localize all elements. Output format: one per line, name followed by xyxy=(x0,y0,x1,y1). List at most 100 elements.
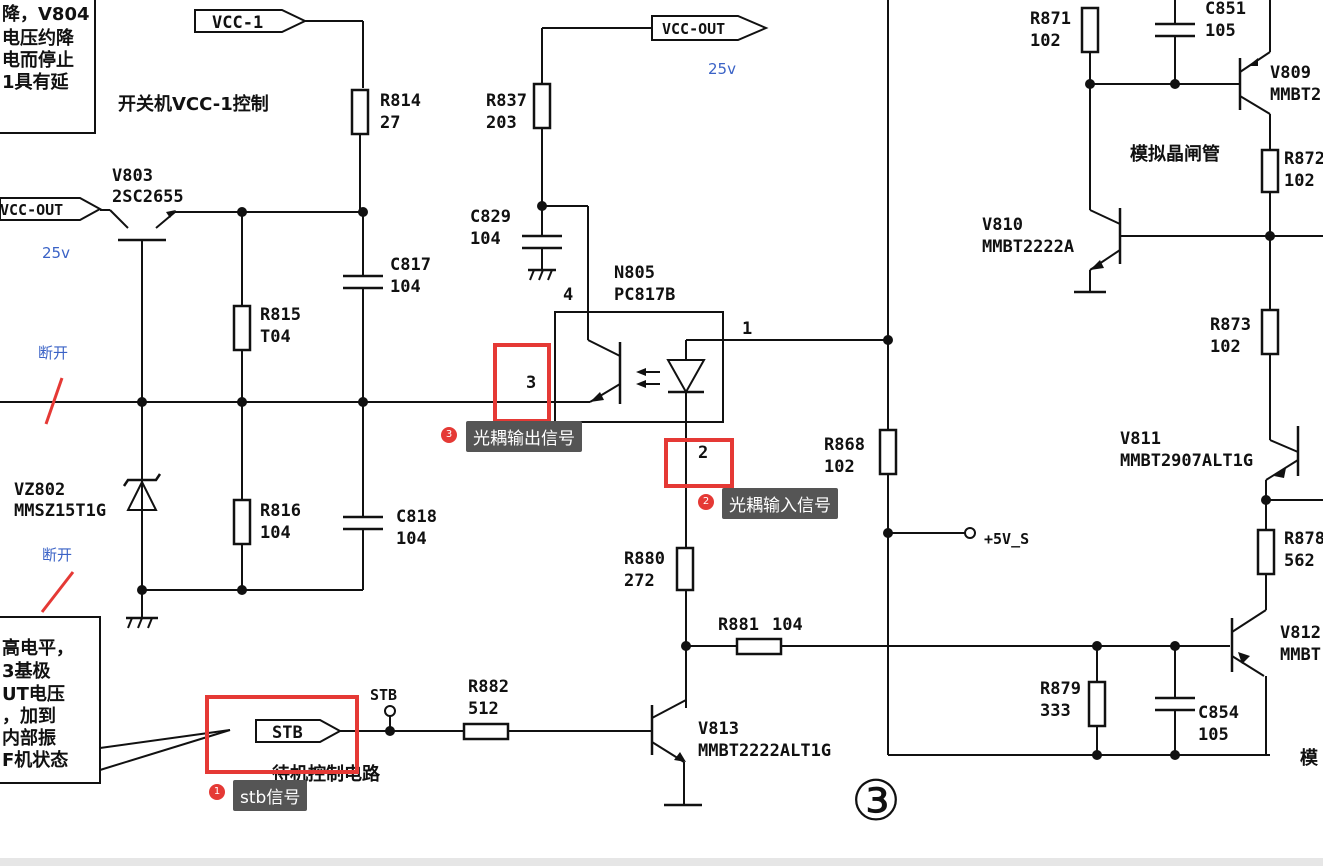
svg-text:VZ802: VZ802 xyxy=(14,480,65,500)
svg-text:V810: V810 xyxy=(982,215,1023,235)
right-edge-text: 模 xyxy=(1300,747,1319,769)
note-bottom-line-6: F机状态 xyxy=(2,749,68,771)
annotation-label-optocoupler-input[interactable]: 光耦输入信号 xyxy=(722,488,838,519)
resistor-r868 xyxy=(878,428,898,476)
svg-text:104: 104 xyxy=(260,523,291,543)
annotation-label-optocoupler-output[interactable]: 光耦输出信号 xyxy=(466,421,582,452)
annotation-label-stb[interactable]: stb信号 xyxy=(233,780,308,811)
simulated-scr-label: 模拟晶闸管 xyxy=(1130,143,1220,165)
svg-text:27: 27 xyxy=(380,113,400,133)
svg-text:272: 272 xyxy=(624,571,655,591)
svg-text:V809: V809 xyxy=(1270,63,1311,83)
svg-text:104: 104 xyxy=(470,229,501,249)
svg-text:R814: R814 xyxy=(380,91,421,111)
svg-text:102: 102 xyxy=(1030,31,1061,51)
stb-port: STB xyxy=(255,719,343,743)
optocoupler-n805: N805 PC817B 4 1 3 2 xyxy=(526,205,888,548)
svg-text:MMBT: MMBT xyxy=(1280,645,1321,665)
svg-text:MMBT2: MMBT2 xyxy=(1270,85,1321,105)
resistor-r880 xyxy=(675,546,695,592)
svg-text:4: 4 xyxy=(563,285,573,305)
stb-label: STB xyxy=(370,686,397,704)
svg-text:VCC-1: VCC-1 xyxy=(212,13,263,33)
note-top-line-1: 降，V804 xyxy=(2,3,90,25)
svg-text:MMSZ15T1G: MMSZ15T1G xyxy=(14,501,106,521)
bottom-strip xyxy=(0,858,1323,866)
svg-text:2SC2655: 2SC2655 xyxy=(112,187,184,207)
svg-text:STB: STB xyxy=(272,723,303,743)
annotation-badge-3[interactable]: 3 xyxy=(441,427,457,443)
resistor-r871 xyxy=(1080,6,1100,54)
svg-text:T04: T04 xyxy=(260,327,291,347)
resistor-r815 xyxy=(232,304,252,352)
transistor-v810: V810 MMBT2222A xyxy=(982,84,1323,294)
highlight-box-pin3 xyxy=(493,343,551,423)
annotation-badge-2[interactable]: 2 xyxy=(698,494,714,510)
svg-text:C851: C851 xyxy=(1205,0,1246,19)
svg-text:C818: C818 xyxy=(396,507,437,527)
break-label-upper: 断开 xyxy=(38,344,68,362)
note-bottom-line-5: 内部振 xyxy=(2,727,56,749)
svg-text:105: 105 xyxy=(1198,725,1229,745)
resistor-r881 xyxy=(735,637,783,656)
resistor-r873 xyxy=(1260,308,1280,356)
note-top-line-3: 电而停止 xyxy=(2,49,74,71)
capacitor-c817: C817 104 xyxy=(343,212,431,402)
svg-text:333: 333 xyxy=(1040,701,1071,721)
transistor-v813: V813 MMBT2222ALT1G xyxy=(650,699,831,807)
svg-text:R879: R879 xyxy=(1040,679,1081,699)
annotation-badge-1[interactable]: 1 xyxy=(209,784,225,800)
svg-text:102: 102 xyxy=(1210,337,1241,357)
svg-text:MMBT2907ALT1G: MMBT2907ALT1G xyxy=(1120,451,1253,471)
svg-text:V813: V813 xyxy=(698,719,739,739)
resistor-r816 xyxy=(232,498,252,546)
svg-text:N805: N805 xyxy=(614,263,655,283)
resistor-r879 xyxy=(1087,680,1107,728)
plus5v-terminal xyxy=(964,527,976,539)
svg-text:203: 203 xyxy=(486,113,517,133)
note-bottom-line-3: UT电压 xyxy=(2,683,65,705)
vccout-top-port: VCC-OUT xyxy=(541,15,769,84)
svg-text:V803: V803 xyxy=(112,166,153,186)
transistor-v811: V811 MMBT2907ALT1G xyxy=(1120,400,1300,500)
svg-text:104: 104 xyxy=(772,615,803,635)
capacitor-c854: C854 105 xyxy=(1155,646,1239,755)
svg-text:512: 512 xyxy=(468,699,499,719)
vccout-top-voltage: 25v xyxy=(708,60,736,78)
capacitor-c829: C829 104 xyxy=(470,207,562,281)
vccout-left-voltage: 25v xyxy=(42,244,70,262)
note-bottom-line-2: 3基极 xyxy=(2,660,52,682)
note-bottom-line-1: 高电平， xyxy=(2,637,74,659)
svg-text:102: 102 xyxy=(1284,171,1315,191)
resistor-r837 xyxy=(532,82,552,130)
svg-text:MMBT2222ALT1G: MMBT2222ALT1G xyxy=(698,741,831,761)
highlight-box-stb xyxy=(205,695,359,774)
transistor-v812: V812 MMBT xyxy=(1230,609,1321,755)
zener-vz802: VZ802 MMSZ15T1G xyxy=(14,473,162,521)
note-top-line-2: 电压约降 xyxy=(2,27,75,49)
capacitor-c818: C818 104 xyxy=(343,402,437,590)
svg-text:2: 2 xyxy=(698,443,708,463)
note-box-bottom: 高电平， 3基极 UT电压 ，加到 内部振 F机状态 xyxy=(0,616,231,784)
svg-text:R873: R873 xyxy=(1210,315,1251,335)
svg-text:C817: C817 xyxy=(390,255,431,275)
svg-text:R868: R868 xyxy=(824,435,865,455)
svg-text:R880: R880 xyxy=(624,549,665,569)
svg-text:R837: R837 xyxy=(486,91,527,111)
svg-text:C829: C829 xyxy=(470,207,511,227)
break-mark-upper xyxy=(44,377,64,425)
vcc1-port: VCC-1 xyxy=(194,9,364,88)
svg-text:R882: R882 xyxy=(468,677,509,697)
svg-text:R815: R815 xyxy=(260,305,301,325)
ground-symbol-left xyxy=(126,590,158,629)
svg-text:R871: R871 xyxy=(1030,9,1071,29)
vccout-left-port: VCC-OUT xyxy=(0,197,110,221)
capacitor-c851: C851 105 xyxy=(1155,0,1246,84)
title-vcc1-control: 开关机VCC-1控制 xyxy=(118,93,269,115)
resistor-r872 xyxy=(1260,148,1280,194)
svg-text:R881: R881 xyxy=(718,615,759,635)
svg-text:V812: V812 xyxy=(1280,623,1321,643)
svg-text:1: 1 xyxy=(742,319,752,339)
standby-circuit-label: 待机控制电路 xyxy=(272,763,381,785)
